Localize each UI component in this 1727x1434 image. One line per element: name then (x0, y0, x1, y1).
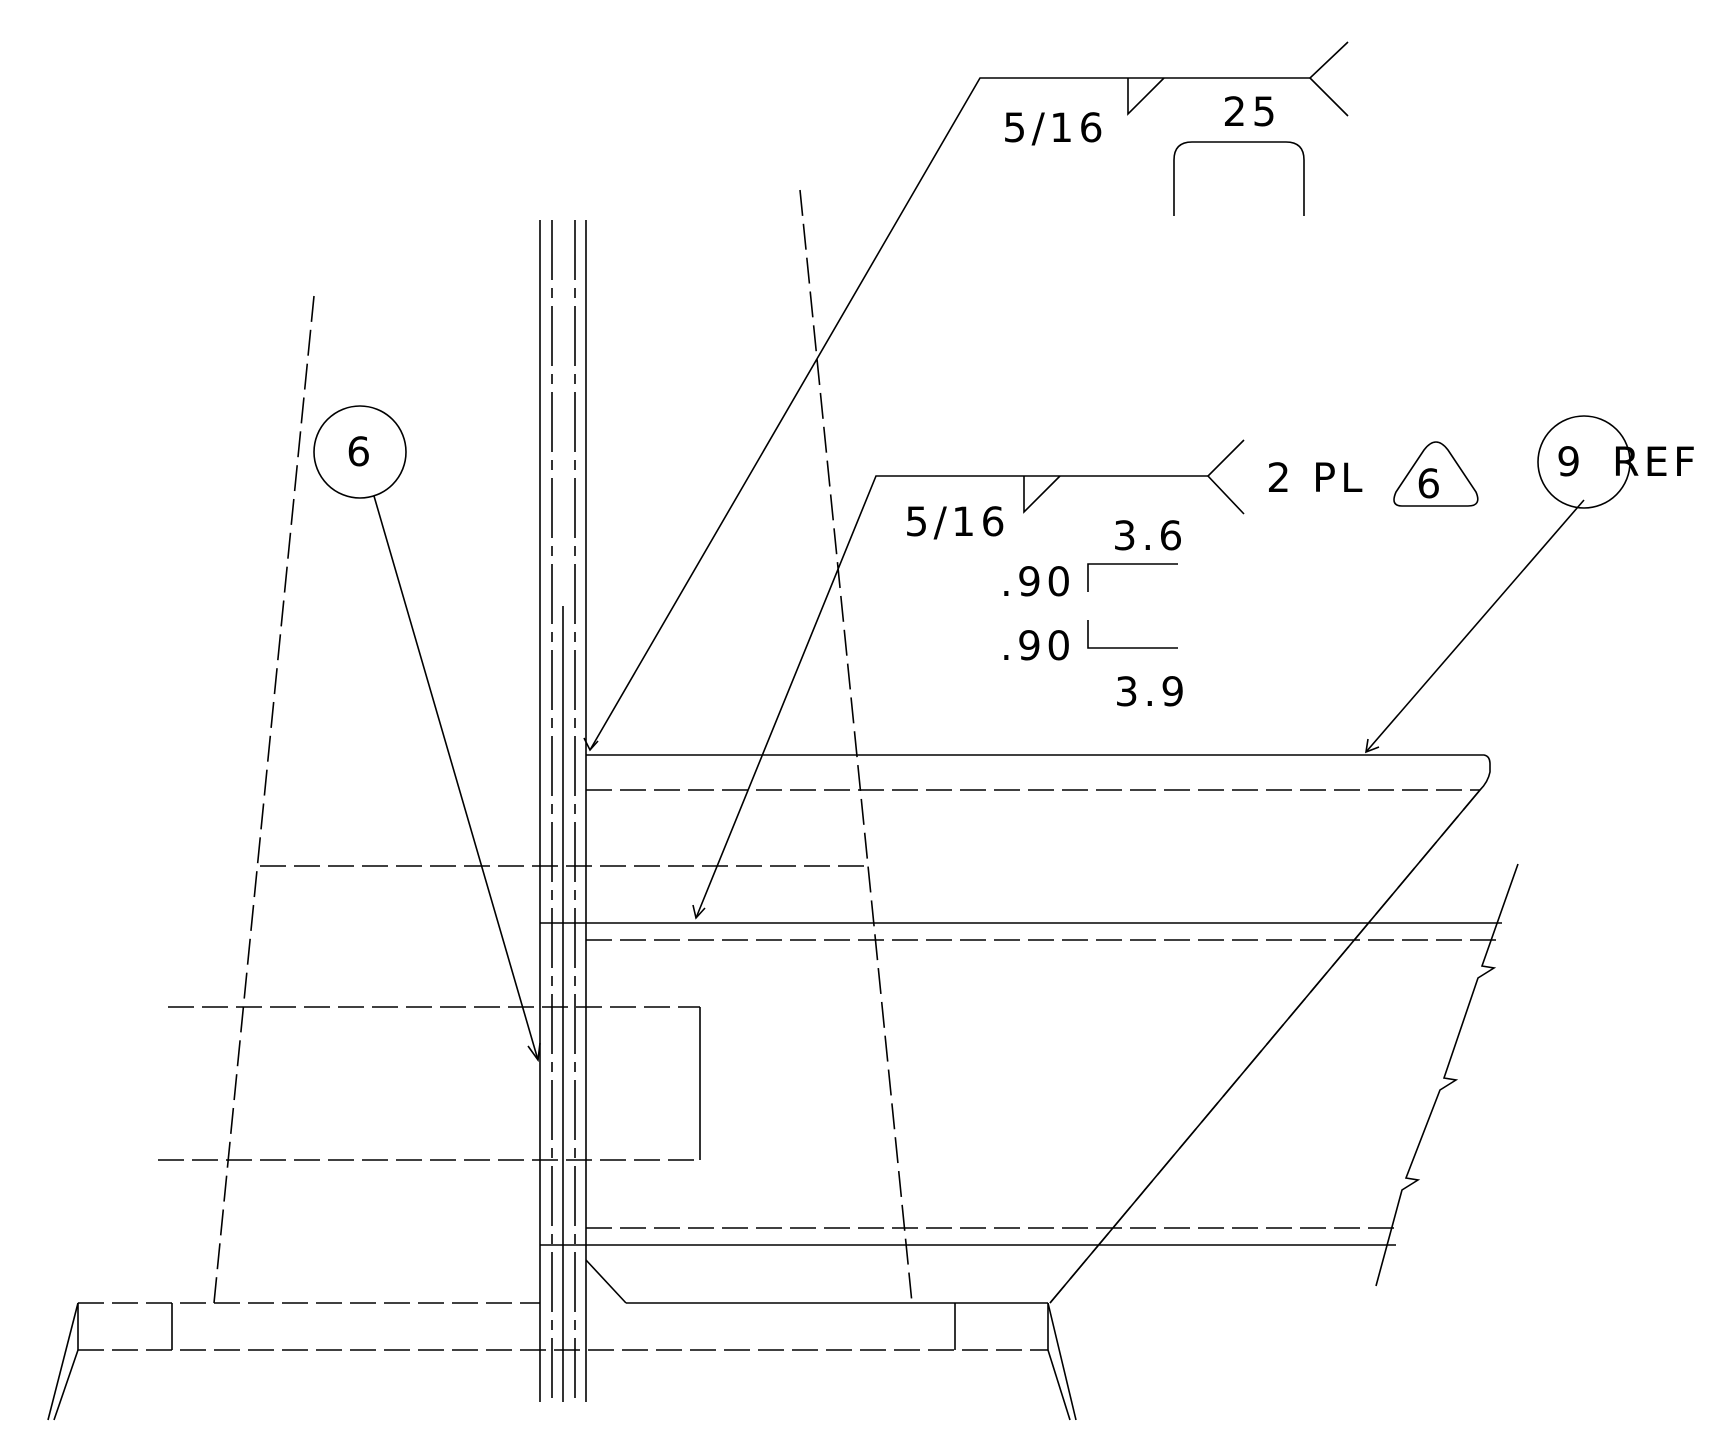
sloped-hidden-lines (213, 189, 913, 1304)
vertical-plates (539, 220, 587, 1402)
weld-top-leader (589, 77, 1310, 751)
circle-callout-left-label: 6 (346, 430, 375, 476)
weld-top-length: 25 (1222, 90, 1281, 136)
break-line-right (1375, 863, 1519, 1287)
circle-callout-right: 9 REF (1364, 415, 1700, 754)
bottom-flange-break-right-2 (1047, 1349, 1071, 1421)
weld-mid-dim-bracket-bot (1087, 620, 1178, 649)
circle-callout-right-suffix: REF (1612, 440, 1700, 486)
weld-top-size: 5/16 (1002, 106, 1108, 152)
top-flange-hidden-diagonal (1049, 789, 1481, 1304)
web-lines (260, 865, 1502, 1246)
weld-symbol-mid: 5/16 2 PL 3.6 .90 .90 3.9 (692, 439, 1367, 920)
corner-chamfer (585, 1259, 627, 1304)
weld-mid-arrowhead (692, 904, 706, 920)
bottom-flange-break-left (47, 1302, 79, 1421)
sloped-hidden-right (799, 189, 913, 1304)
circle-callout-right-leader (1365, 499, 1585, 753)
triangle-ref-label: 6 (1416, 462, 1445, 508)
circle-callout-right-shape (1537, 415, 1631, 509)
triangle-ref-shape (1393, 441, 1479, 507)
hidden-rectangle (158, 1006, 701, 1161)
weld-mid-tail (1206, 439, 1245, 515)
weld-top-tail (1308, 41, 1349, 117)
weld-mid-dim-bot: 3.9 (1114, 670, 1190, 716)
circle-callout-left: 6 (313, 405, 541, 1063)
weld-mid-dim-top: 3.6 (1112, 514, 1188, 560)
bottom-flange-break-right (1047, 1302, 1077, 1421)
bottom-flange-break-left-2 (53, 1349, 79, 1421)
weld-mid-size: 5/16 (904, 500, 1010, 546)
weld-top-fillet-symbol (1127, 77, 1165, 116)
weld-top-bracket-symbol (1173, 141, 1305, 216)
weld-mid-fillet-symbol (1023, 475, 1061, 514)
weld-mid-note: 2 PL (1266, 456, 1367, 502)
circle-callout-right-label: 9 (1556, 440, 1585, 486)
bottom-flange (47, 1259, 1077, 1421)
weld-mid-dim-bracket-top (1087, 563, 1178, 592)
triangle-ref-callout: 6 (1393, 441, 1479, 508)
circle-callout-left-shape (313, 405, 407, 499)
weld-mid-leader (695, 475, 1208, 919)
weld-symbol-top: 5/16 25 (583, 41, 1349, 752)
weld-mid-dim-mid2: .90 (1000, 624, 1076, 670)
weld-mid-dim-mid1: .90 (1000, 560, 1076, 606)
circle-callout-right-arrowhead (1364, 738, 1380, 754)
sloped-hidden-left (213, 295, 315, 1304)
top-flange (586, 754, 1491, 1304)
top-flange-edge (586, 754, 1491, 1304)
circle-callout-left-leader (373, 495, 539, 1061)
